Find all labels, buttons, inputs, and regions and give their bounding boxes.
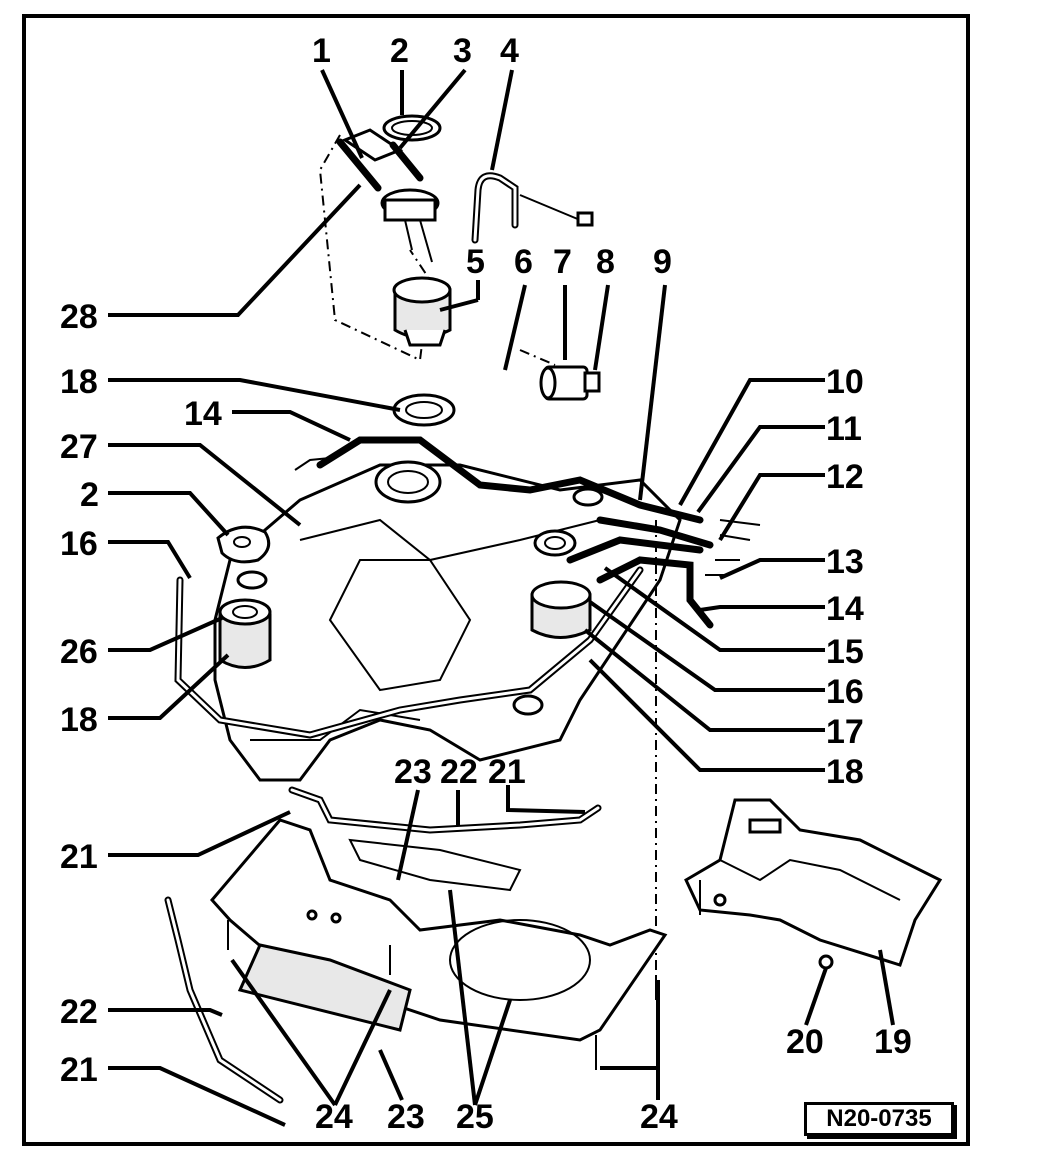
callout-26: 26 — [60, 633, 98, 671]
callout-14-a: 14 — [184, 395, 222, 433]
callout-10: 10 — [826, 363, 864, 401]
heat-shield-assembly — [164, 786, 668, 1104]
callout-11: 11 — [826, 410, 862, 448]
callout-8: 8 — [596, 243, 615, 281]
callout-5: 5 — [466, 243, 485, 281]
callout-1: 1 — [312, 32, 331, 70]
callout-16-b: 16 — [826, 673, 864, 711]
leader-lines — [108, 68, 895, 1127]
callout-25: 25 — [456, 1098, 494, 1136]
callout-24-a: 24 — [315, 1098, 353, 1136]
callout-12: 12 — [826, 458, 864, 496]
sensor-connector — [519, 349, 601, 401]
callout-27: 27 — [60, 428, 98, 466]
chassis-inset — [684, 798, 943, 970]
callout-23-b: 23 — [387, 1098, 425, 1136]
callout-19: 19 — [874, 1023, 912, 1061]
callout-2-top: 2 — [390, 32, 409, 70]
callout-9: 9 — [653, 243, 672, 281]
callout-2-left: 2 — [80, 476, 99, 514]
callout-18-b: 18 — [60, 701, 98, 739]
callout-4: 4 — [500, 32, 519, 70]
callout-20: 20 — [786, 1023, 824, 1061]
callout-17: 17 — [826, 713, 864, 751]
callout-6: 6 — [514, 243, 533, 281]
callout-21-b: 21 — [60, 1051, 98, 1089]
callout-16-a: 16 — [60, 525, 98, 563]
callout-21-top: 21 — [488, 753, 526, 791]
callout-15: 15 — [826, 633, 864, 671]
figure-reference-label: N20-0735 — [804, 1102, 954, 1136]
callout-28: 28 — [60, 298, 98, 336]
callout-7: 7 — [553, 243, 572, 281]
callout-22-b: 22 — [60, 993, 98, 1031]
callout-labels: 1 2 3 4 5 6 7 8 9 28 18 14 27 2 16 26 18… — [60, 32, 912, 1136]
sealing-ring-18 — [392, 393, 456, 427]
callout-13: 13 — [826, 543, 864, 581]
vent-hose-4 — [471, 172, 594, 244]
callout-21-a: 21 — [60, 838, 98, 876]
fuel-lines — [174, 436, 761, 739]
callout-24-b: 24 — [640, 1098, 678, 1136]
callout-3: 3 — [453, 32, 472, 70]
callout-18-a: 18 — [60, 363, 98, 401]
callout-14-b: 14 — [826, 590, 864, 628]
callout-18-c: 18 — [826, 753, 864, 791]
callout-23-top: 23 — [394, 753, 432, 791]
callout-22-top: 22 — [440, 753, 478, 791]
fuel-pump-assembly — [318, 114, 452, 362]
